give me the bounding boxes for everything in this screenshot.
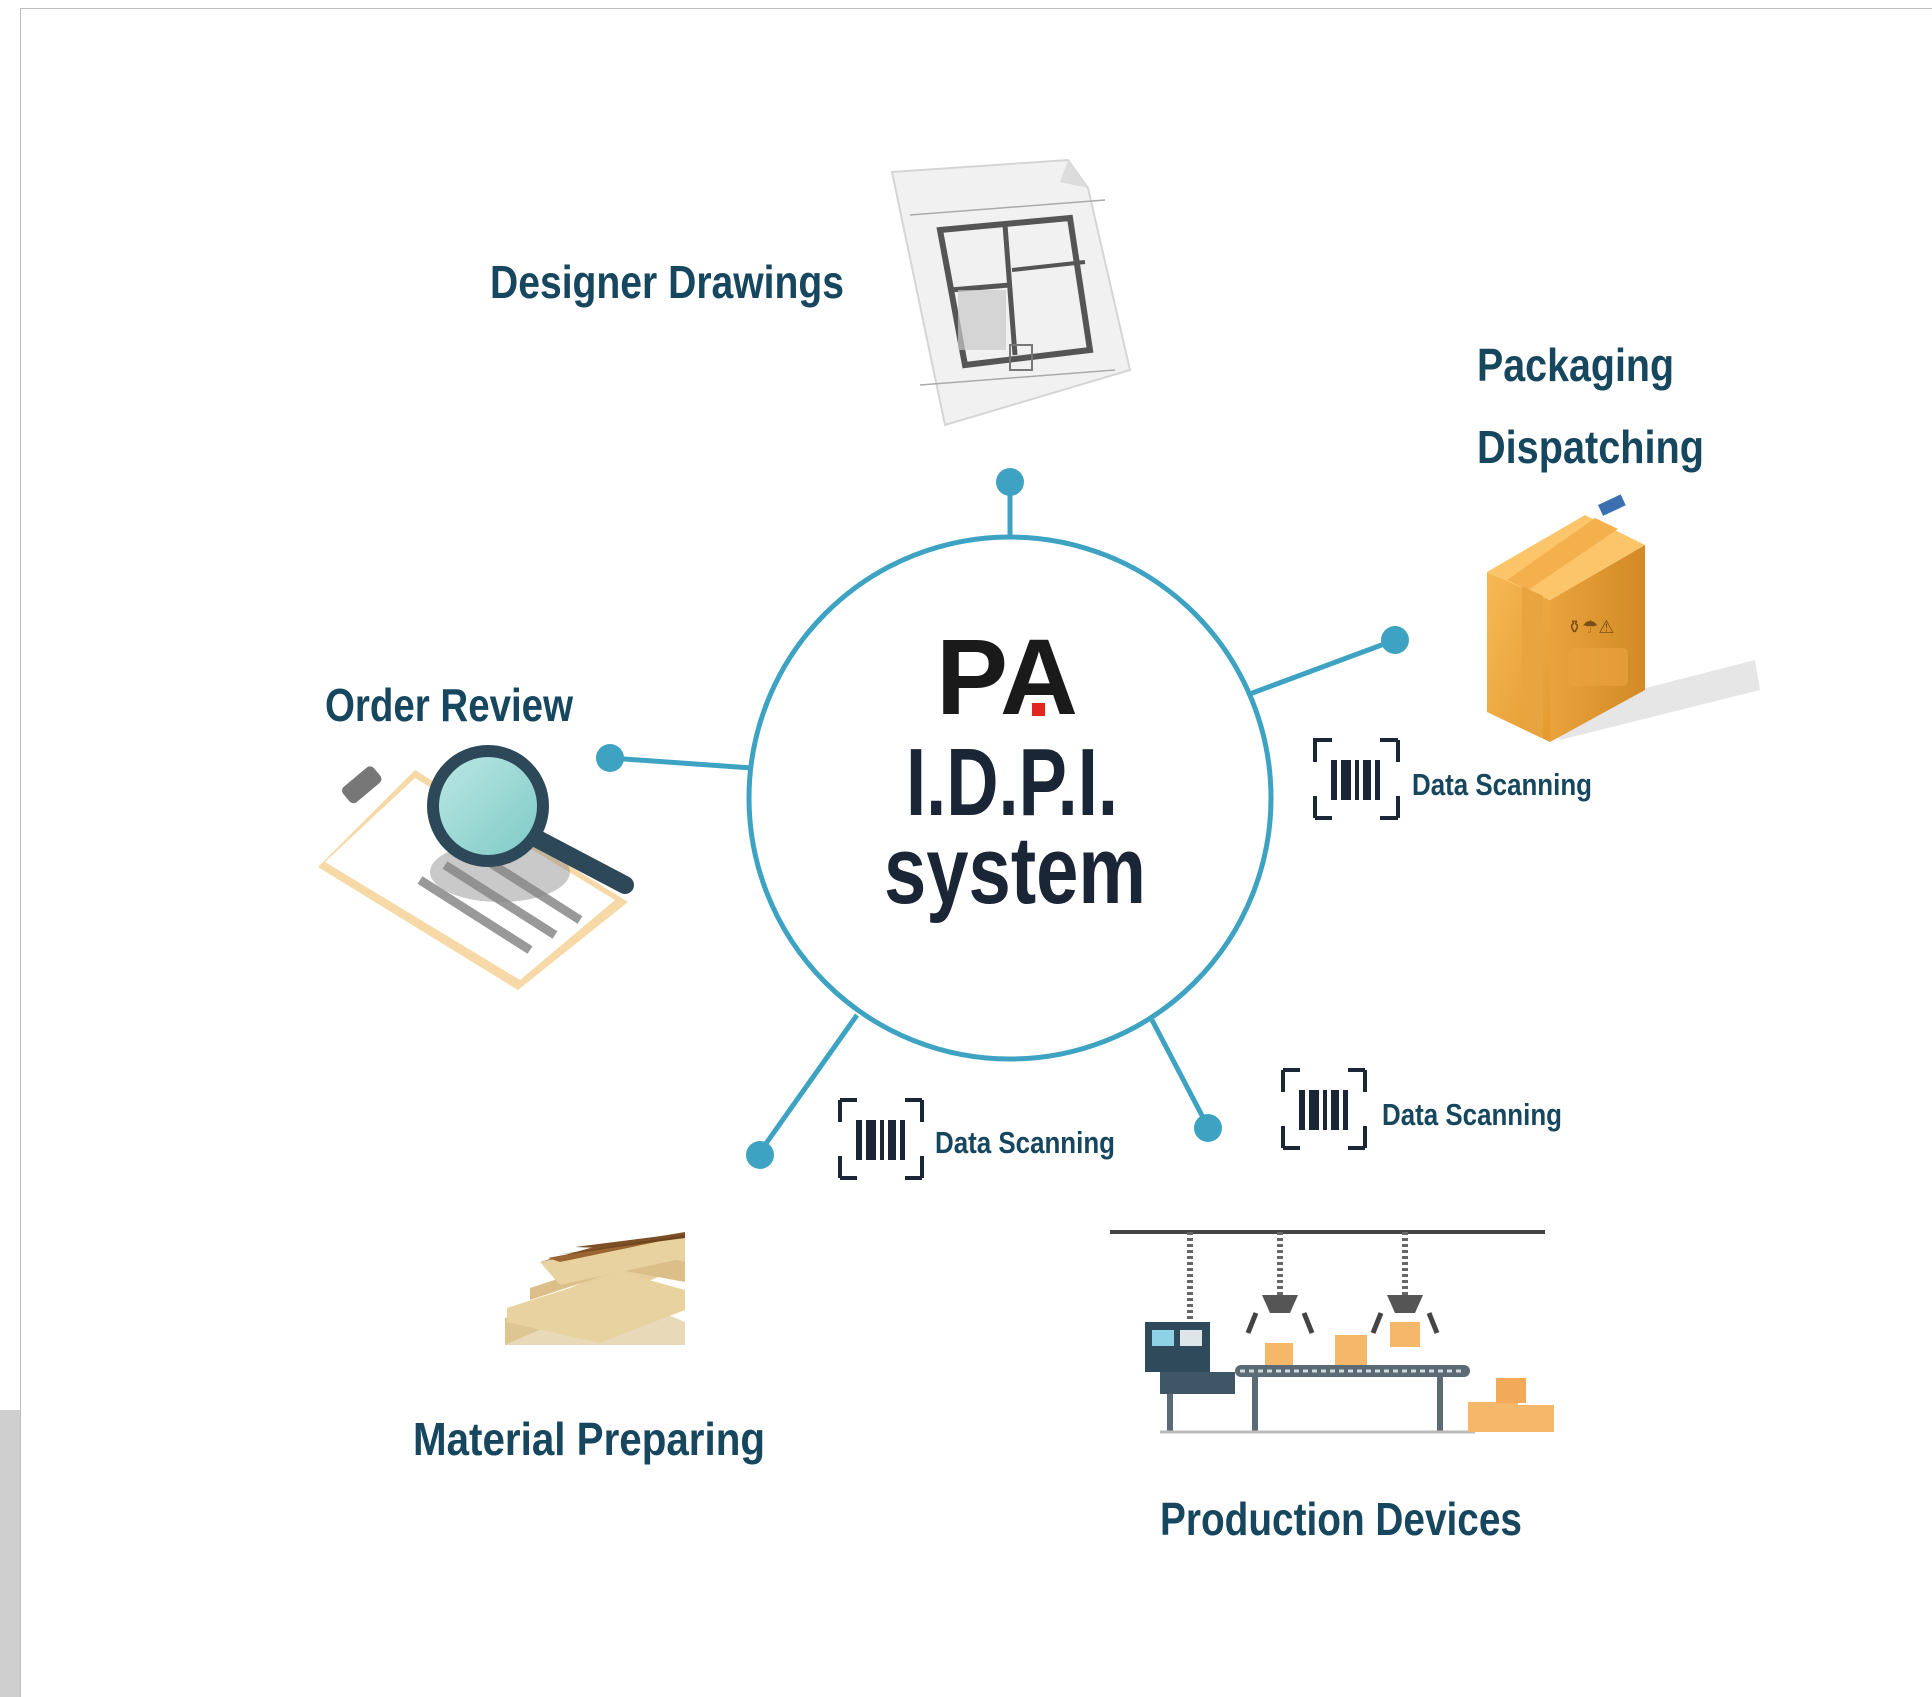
connector-packaging — [1246, 637, 1396, 698]
logo-red-square — [1032, 703, 1045, 716]
production-line-icon — [1110, 1230, 1554, 1434]
connector-dots — [596, 468, 1409, 1169]
scan-label-packaging: Data Scanning — [1412, 767, 1592, 802]
logo-text: PA — [936, 616, 1078, 737]
frame-left-border — [20, 8, 21, 1697]
label-order-review: Order Review — [325, 679, 573, 731]
center-circle — [746, 534, 1274, 1062]
side-scrollbar-stub — [0, 1410, 20, 1697]
center-hub: PA I.D.P.I. system — [746, 534, 1274, 1062]
dot-production — [1194, 1114, 1222, 1142]
label-designer-drawings: Designer Drawings — [490, 256, 844, 308]
cardboard-box-icon: ⚱☂⚠ — [1487, 494, 1760, 742]
scan-material: Data Scanning — [838, 1098, 1115, 1180]
svg-text:⚱☂⚠: ⚱☂⚠ — [1567, 617, 1614, 638]
connector-order — [609, 755, 753, 771]
frame-top-border — [20, 8, 1932, 9]
scan-production: Data Scanning — [1281, 1068, 1562, 1150]
barcode-scan-icon — [838, 1098, 924, 1180]
label-material-preparing: Material Preparing — [413, 1413, 765, 1465]
pa-logo: PA — [936, 616, 1078, 737]
barcode-scan-icon — [1281, 1068, 1367, 1150]
barcode-scan-icon — [1313, 738, 1400, 820]
center-title-line1: I.D.P.I. — [906, 729, 1118, 836]
label-packaging: Packaging — [1477, 339, 1674, 391]
scan-label-production: Data Scanning — [1382, 1097, 1562, 1132]
dot-order — [596, 744, 624, 772]
dot-material — [746, 1141, 774, 1169]
connector-material — [757, 1013, 860, 1154]
dot-packaging — [1381, 626, 1409, 654]
floor-plan-icon — [890, 158, 1132, 427]
center-title-line2: system — [884, 817, 1146, 924]
clipboard-magnifier-icon — [318, 745, 634, 990]
label-dispatching: Dispatching — [1477, 421, 1704, 473]
wood-boards-icon — [505, 1232, 685, 1345]
connectors — [609, 482, 1396, 1154]
label-production-devices: Production Devices — [1160, 1493, 1522, 1545]
connector-production — [1149, 1018, 1211, 1129]
scan-packaging: Data Scanning — [1313, 738, 1592, 820]
scan-label-material: Data Scanning — [935, 1125, 1115, 1160]
dot-designer — [996, 468, 1024, 496]
